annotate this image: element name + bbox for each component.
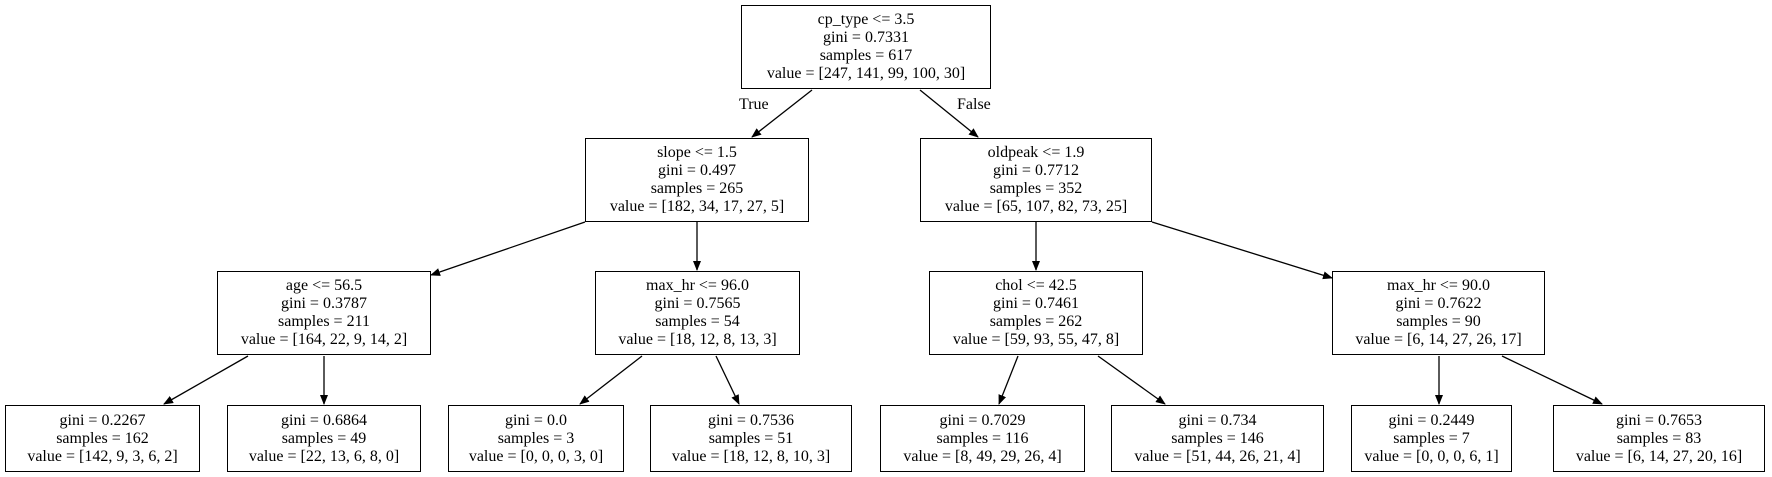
- node-text-line: samples = 7: [1393, 429, 1470, 447]
- node-text-line: samples = 90: [1396, 313, 1481, 330]
- tree-edge-n4-n9: [579, 355, 643, 405]
- edge-label-true: True: [739, 96, 769, 113]
- node-text-line: value = [6, 14, 27, 20, 16]: [1575, 447, 1743, 465]
- node-text-line: samples = 352: [989, 180, 1083, 197]
- node-text-line: gini = 0.7565: [654, 295, 741, 312]
- node-text-line: samples = 617: [819, 47, 913, 64]
- node-text-line: gini = 0.2449: [1388, 411, 1475, 429]
- node-text-line: samples = 211: [278, 313, 370, 330]
- node-text-line: gini = 0.497: [658, 162, 736, 179]
- node-text-line: value = [22, 13, 6, 8, 0]: [248, 447, 400, 465]
- node-text-line: max_hr <= 90.0: [1387, 277, 1490, 294]
- node-text-line: samples = 162: [56, 429, 149, 447]
- node-text-line: value = [18, 12, 8, 10, 3]: [671, 447, 831, 465]
- tree-edge-n0-n2: [919, 89, 979, 138]
- tree-edge-n3-n7: [163, 355, 249, 405]
- node-text-line: gini = 0.2267: [59, 411, 146, 429]
- tree-edge-n0-n1: [751, 89, 813, 138]
- tree-edge-n2-n6: [1151, 221, 1333, 280]
- node-text-line: value = [247, 141, 99, 100, 30]: [766, 65, 966, 82]
- node-text-line: value = [8, 49, 29, 26, 4]: [903, 447, 1062, 465]
- tree-edge-n5-n12: [1097, 355, 1166, 405]
- tree-edge-n1-n3: [430, 221, 586, 276]
- tree-edge-n5-n11: [998, 355, 1019, 405]
- node-text-line: gini = 0.7712: [993, 162, 1079, 179]
- node-text-line: oldpeak <= 1.9: [987, 144, 1085, 161]
- node-text-line: age <= 56.5: [285, 277, 363, 294]
- node-text-line: gini = 0.7461: [993, 295, 1079, 312]
- node-text-line: cp_type <= 3.5: [817, 11, 915, 28]
- node-text-line: samples = 83: [1616, 429, 1702, 447]
- node-text-line: samples = 116: [936, 429, 1029, 447]
- node-text-line: value = [59, 93, 55, 47, 8]: [952, 331, 1120, 348]
- node-text-line: max_hr <= 96.0: [646, 277, 749, 294]
- node-text-line: gini = 0.7653: [1616, 411, 1702, 429]
- node-text-line: slope <= 1.5: [657, 144, 737, 161]
- node-text-line: samples = 3: [497, 429, 575, 447]
- node-text-line: samples = 49: [281, 429, 367, 447]
- tree-edge-n4-n10: [715, 355, 740, 405]
- edge-label-false: False: [957, 96, 991, 113]
- node-text-line: samples = 146: [1171, 429, 1264, 447]
- node-text-line: value = [18, 12, 8, 13, 3]: [618, 331, 777, 348]
- node-text-line: samples = 265: [650, 180, 744, 197]
- node-text-line: value = [6, 14, 27, 26, 17]: [1355, 331, 1522, 348]
- node-text-line: value = [0, 0, 0, 3, 0]: [468, 447, 604, 465]
- node-text-line: value = [142, 9, 3, 6, 2]: [27, 447, 178, 465]
- node-text-line: gini = 0.7536: [708, 411, 794, 429]
- node-text-line: value = [164, 22, 9, 14, 2]: [240, 331, 408, 348]
- node-text-line: gini = 0.0: [505, 411, 567, 429]
- node-text-line: samples = 262: [989, 313, 1083, 330]
- node-text-line: chol <= 42.5: [995, 277, 1077, 294]
- node-text-line: value = [51, 44, 26, 21, 4]: [1134, 447, 1301, 465]
- node-text-line: gini = 0.3787: [281, 295, 367, 312]
- node-text-line: gini = 0.734: [1178, 411, 1257, 429]
- node-text-line: gini = 0.7029: [939, 411, 1026, 429]
- node-text-line: samples = 54: [655, 313, 740, 330]
- node-text-line: gini = 0.6864: [281, 411, 367, 429]
- node-text-line: value = [0, 0, 0, 6, 1]: [1364, 447, 1499, 465]
- node-text-line: value = [65, 107, 82, 73, 25]: [944, 198, 1128, 215]
- node-text-line: gini = 0.7331: [823, 29, 909, 46]
- node-text-line: gini = 0.7622: [1395, 295, 1482, 312]
- tree-edge-n6-n14: [1501, 355, 1603, 405]
- node-text-line: samples = 51: [708, 429, 794, 447]
- node-text-line: value = [182, 34, 17, 27, 5]: [609, 198, 785, 215]
